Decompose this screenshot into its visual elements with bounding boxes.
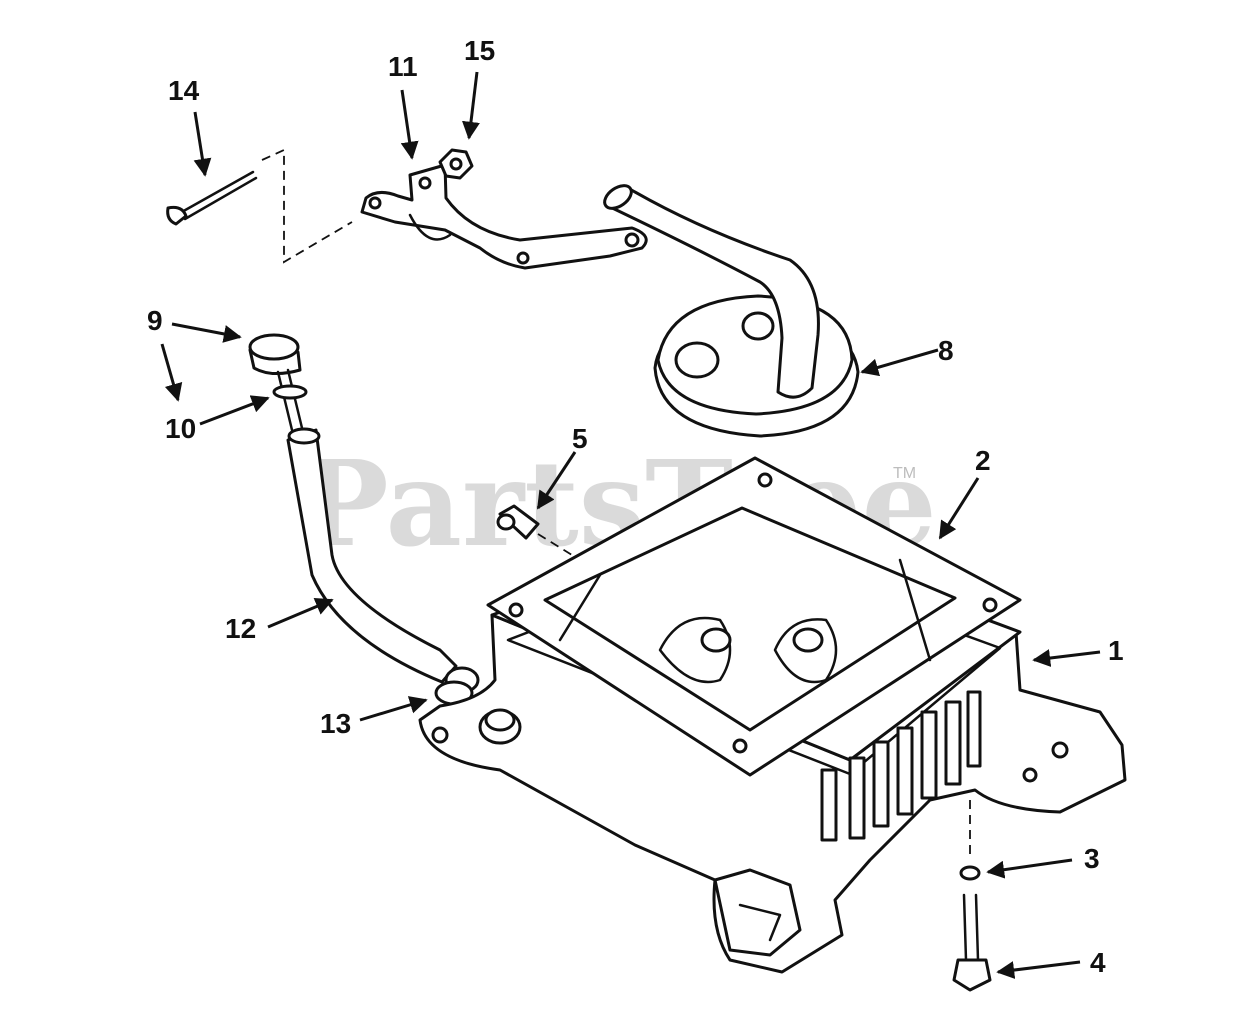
callout-labels: 14 11 15 9 10 8 5 2 12 13 1 3 4 (147, 35, 1124, 978)
callout-2: 2 (975, 445, 991, 476)
callout-9: 9 (147, 305, 163, 336)
part-4-bolt (952, 893, 992, 992)
part-12-dipstick-tube (286, 427, 458, 684)
part-8-oil-pickup (603, 184, 860, 438)
part-9-dipstick-cap (248, 333, 304, 432)
callout-5: 5 (572, 423, 588, 454)
callout-8: 8 (938, 335, 954, 366)
part-13-grommet (434, 666, 480, 706)
callout-4: 4 (1090, 947, 1106, 978)
part-10-o-ring (272, 384, 308, 400)
callout-12: 12 (225, 613, 256, 644)
watermark-trademark: TM (893, 465, 916, 482)
part-11-bracket (360, 163, 648, 270)
callout-13: 13 (320, 708, 351, 739)
callout-14: 14 (168, 75, 200, 106)
part-15-nut (438, 148, 474, 180)
callout-15: 15 (464, 35, 495, 66)
leader-lines (160, 71, 1101, 979)
callout-10: 10 (165, 413, 196, 444)
part-2-gasket (486, 456, 1022, 777)
part-5-plug (496, 504, 581, 561)
cooling-fins (820, 690, 982, 842)
part-14-screw (166, 148, 353, 264)
callout-3: 3 (1084, 843, 1100, 874)
callout-1: 1 (1108, 635, 1124, 666)
callout-11: 11 (388, 51, 418, 82)
part-3-washer (959, 800, 981, 881)
